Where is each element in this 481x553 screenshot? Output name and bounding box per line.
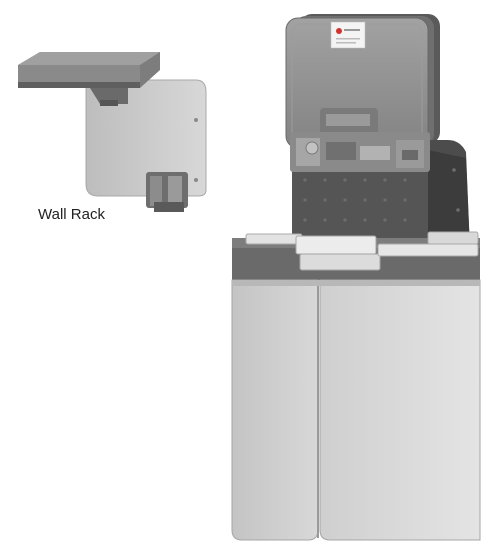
cabinet-illustration xyxy=(231,14,481,541)
wall-rack-caption: Wall Rack xyxy=(38,206,105,223)
wall-rack-illustration xyxy=(18,52,207,212)
brand-logo-icon xyxy=(336,28,342,34)
